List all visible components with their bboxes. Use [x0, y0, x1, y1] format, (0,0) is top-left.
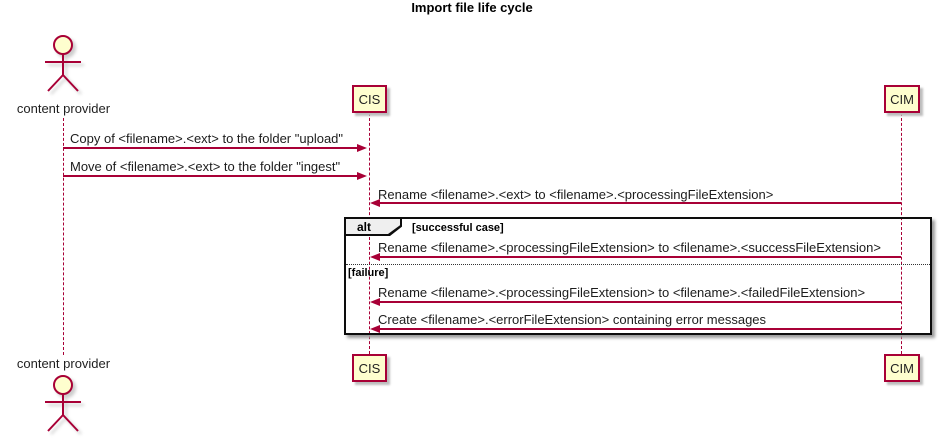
alt-frame: alt [successful case] [failure] [344, 217, 932, 335]
participant-cim-top: CIM [884, 85, 920, 113]
message-label: Rename <filename>.<processingFileExtensi… [378, 285, 866, 300]
message-label: Create <filename>.<errorFileExtension> c… [378, 312, 767, 327]
alt-tab-fill: alt [346, 219, 400, 234]
alt-section-divider [346, 264, 930, 265]
message-line [63, 175, 358, 177]
participant-cis-bottom: CIS [352, 354, 387, 382]
arrowhead-right-icon [357, 172, 367, 180]
actor-label-top: content provider [16, 101, 111, 116]
alt-condition-failure: [failure] [348, 267, 389, 279]
arrowhead-left-icon [370, 298, 380, 306]
message-label: Move of <filename>.<ext> to the folder "… [70, 159, 341, 174]
diagram-title: Import file life cycle [411, 0, 533, 15]
participant-cis-top: CIS [352, 85, 387, 113]
participant-cim-bottom: CIM [884, 354, 920, 382]
arrowhead-right-icon [357, 144, 367, 152]
arrowhead-left-icon [370, 199, 380, 207]
message-label: Copy of <filename>.<ext> to the folder "… [70, 131, 344, 146]
arrowhead-left-icon [370, 325, 380, 333]
actor-icon-top [45, 35, 81, 92]
message-line [378, 328, 901, 330]
lifeline-content-provider [63, 118, 64, 355]
message-line [378, 256, 901, 258]
lifeline-cim [901, 113, 902, 354]
alt-tab: alt [346, 219, 402, 236]
message-label: Rename <filename>.<ext> to <filename>.<p… [378, 187, 774, 202]
alt-keyword: alt [357, 219, 372, 234]
actor-label-bottom: content provider [16, 356, 111, 371]
message-line [378, 202, 901, 204]
arrowhead-left-icon [370, 253, 380, 261]
actor-icon-bottom [45, 375, 81, 432]
message-line [378, 301, 901, 303]
message-label: Rename <filename>.<processingFileExtensi… [378, 240, 881, 255]
alt-condition-success: [successful case] [412, 222, 504, 234]
message-line [63, 147, 358, 149]
